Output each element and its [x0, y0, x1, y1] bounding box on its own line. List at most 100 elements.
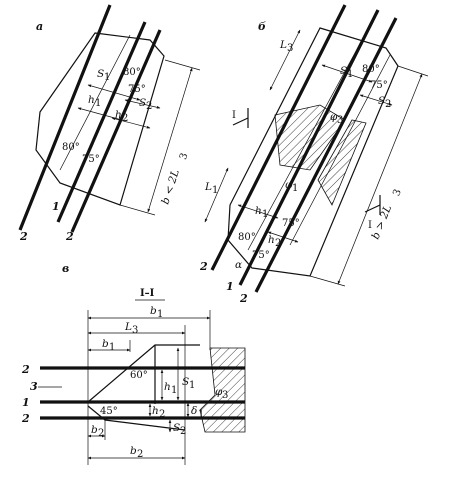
panel-a: а S 1 h 1 h 2 S 2 b < 2L 3 80° 75° — [18, 4, 201, 243]
panel-b-ext-line — [309, 275, 346, 287]
panel-a-outline — [35, 32, 165, 206]
panel-a-dim-b — [147, 67, 193, 213]
panel-a-ext-line — [164, 59, 201, 71]
panel-b-dim-l1 — [204, 167, 229, 223]
panel-a-dim-b-text: b < 2L — [159, 168, 181, 206]
panel-c-dim-b-sub: 2 — [137, 449, 143, 460]
panel-a-wire-2-top — [18, 4, 112, 231]
panel-a-angle: 75° — [128, 84, 146, 95]
panel-a-angle: 80° — [62, 142, 80, 153]
panel-c-dim-b-sub: 1 — [157, 309, 163, 320]
panel-b-dim-b-text: b > 2L — [370, 203, 395, 241]
panel-c-dim-s-text: S — [173, 422, 180, 434]
panel-b: б I I L 3 S 1 S 2 — [199, 4, 429, 305]
panel-b-angle-alpha: α — [235, 259, 242, 271]
panel-b-dim-l-sub: 3 — [287, 43, 293, 54]
panel-a-edge-line — [59, 34, 131, 171]
panel-c-dim-s-sub: 1 — [189, 380, 195, 391]
panel-c-angle: 60° — [130, 370, 148, 381]
panel-c-layer-label: 1 — [22, 396, 30, 409]
panel-c-dim-b-sub: 1 — [109, 342, 115, 353]
panel-a-wire-label: 1 — [52, 200, 60, 213]
panel-c-angle-phi: φ — [215, 386, 223, 398]
panel-a-dim-h-text: h — [115, 109, 122, 121]
panel-c-dim-h-sub: 1 — [171, 385, 177, 396]
panel-a-wire-label: 2 — [65, 230, 74, 243]
panel-c-dim-h-text: h — [152, 405, 159, 417]
panel-c-dim-b-text: b — [102, 338, 109, 350]
panel-c-dim-b-text: b — [91, 424, 98, 436]
panel-a-dim-h2 — [111, 117, 151, 129]
panel-b-dim-h2 — [267, 231, 299, 243]
panel-c-dim-delta-sub: 1 — [198, 409, 204, 420]
panel-b-angle-phi-sub: 3 — [337, 115, 343, 126]
panel-b-wire-2-top — [210, 4, 347, 271]
panel-c-dim-s-text: S — [182, 376, 189, 388]
panel-b-wire-label: 1 — [226, 280, 234, 293]
panel-b-angle: 80° — [362, 64, 380, 75]
panel-a-dim-s-sub: 1 — [104, 72, 110, 83]
panel-b-wire-label: 2 — [239, 292, 248, 305]
panel-b-dim-b-sub: 3 — [391, 188, 404, 198]
panel-b-dim-l-text: L — [204, 181, 212, 193]
panel-b-outline — [227, 27, 399, 277]
panel-a-dim-s-sub: 2 — [146, 101, 152, 112]
panel-a-wire-label: 2 — [19, 230, 28, 243]
panel-a-dim-h-sub: 1 — [95, 98, 101, 109]
panel-a-dim-s-text: S — [97, 68, 104, 80]
panel-b-angle-phi: φ — [330, 111, 338, 123]
panel-b-dim-s-text: S — [340, 65, 347, 77]
panel-a-wire-1 — [56, 21, 147, 223]
panel-b-dim-h-sub: 1 — [262, 209, 268, 220]
panel-a-dim-s-text: S — [139, 97, 146, 109]
panel-b-dim-b-group: b > 2L 3 — [370, 188, 404, 241]
panel-c: в I–I b 1 L 3 b 1 h — [21, 262, 246, 465]
panel-c-dim-s-sub: 2 — [180, 426, 186, 437]
panel-b-section-label: I — [232, 110, 236, 121]
panel-b-dim-h-sub: 2 — [275, 238, 281, 249]
panel-b-wire-2-bottom — [254, 17, 398, 293]
panel-a-angle: 80° — [123, 67, 141, 78]
panel-b-dim-h-text: h — [268, 234, 275, 246]
panel-c-angle: 45° — [100, 406, 118, 417]
panel-b-angle-phi-sub: 1 — [292, 183, 298, 194]
panel-b-dim-l-text: L — [279, 39, 287, 51]
panel-b-dim-h1 — [237, 204, 279, 219]
panel-b-angle: 80° — [238, 232, 256, 243]
panel-b-angle-phi: φ — [285, 179, 293, 191]
panel-b-dim-b — [337, 73, 423, 285]
panel-b-wire-1 — [238, 9, 380, 286]
panel-b-section-mark — [232, 117, 249, 126]
panel-c-dim-b-text: b — [130, 445, 137, 457]
panel-b-dim-s-sub: 2 — [385, 99, 391, 110]
panel-c-layer-label: 3 — [30, 380, 38, 393]
panel-b-wire-label: 2 — [199, 260, 208, 273]
panel-b-dim-l3 — [269, 29, 301, 91]
panel-c-layer-label: 2 — [21, 363, 30, 376]
panel-b-label: б — [258, 20, 266, 33]
panel-b-dim-h-text: h — [255, 205, 262, 217]
panel-a-edge-line — [99, 51, 151, 171]
panel-c-angle-phi-sub: 3 — [222, 390, 228, 401]
panel-a-label: а — [36, 20, 43, 33]
panel-a-angle: 75° — [82, 154, 100, 165]
panel-b-dim-s-text: S — [378, 95, 385, 107]
panel-b-angle: 75° — [282, 218, 300, 229]
panel-b-dim-s-sub: 1 — [347, 69, 353, 80]
panel-b-angle: 75° — [252, 250, 270, 261]
panel-c-dim-l-text: L — [124, 321, 132, 333]
panel-b-section-mark — [364, 204, 381, 213]
panel-c-dim-l-sub: 3 — [132, 325, 138, 336]
panel-c-label: в — [62, 262, 69, 275]
panel-a-dim-h-text: h — [88, 94, 95, 106]
panel-a-dim-s1 — [87, 84, 141, 101]
panel-a-dim-h-sub: 2 — [122, 113, 128, 124]
panel-b-dim-l-sub: 1 — [212, 185, 218, 196]
panel-b-ext-line — [397, 65, 429, 77]
panel-c-dim-b-text: b — [150, 305, 157, 317]
panel-a-dim-b-sub: 3 — [178, 152, 190, 161]
panel-a-ext-line — [119, 204, 156, 216]
panel-b-section-label: I — [368, 220, 372, 231]
